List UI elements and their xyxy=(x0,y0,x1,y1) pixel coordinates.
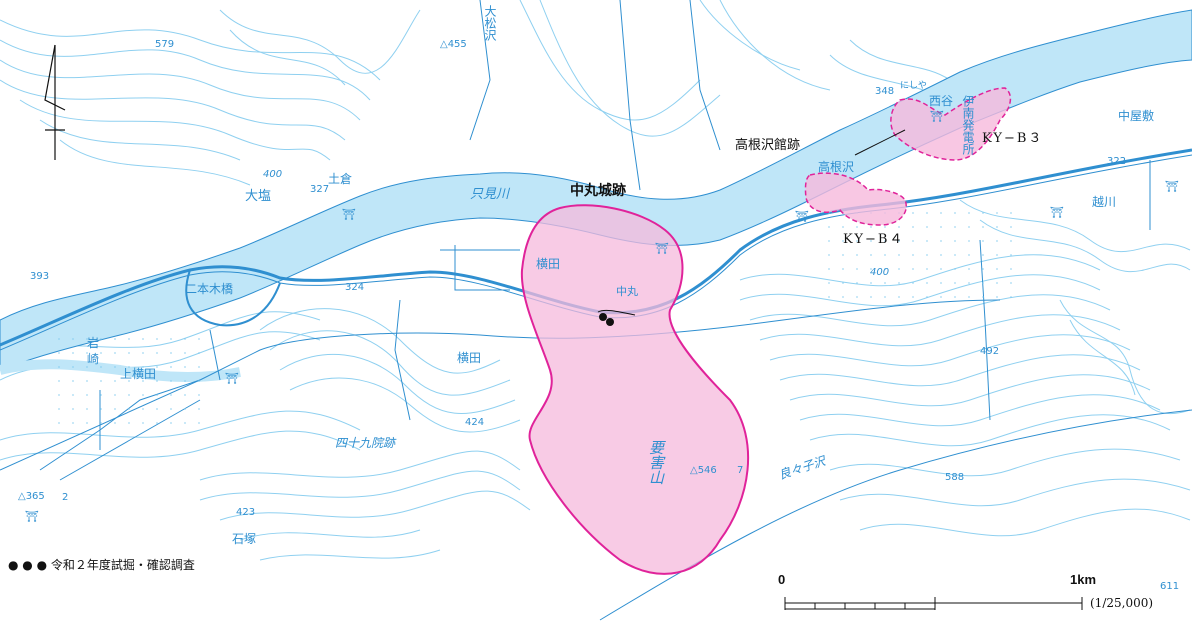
elevation-365: △365 xyxy=(18,491,45,502)
rail-loop xyxy=(185,269,281,327)
takanezawa-label: 高根沢 xyxy=(818,160,855,174)
iwasaki-label-b: 崎 xyxy=(87,352,100,366)
svg-text:⛩: ⛩ xyxy=(655,242,669,255)
contour-400-a: 400 xyxy=(263,169,283,180)
svg-text:⛩: ⛩ xyxy=(930,110,944,123)
scale-bar-graphic xyxy=(784,597,1083,610)
koshikawa-label: 越川 xyxy=(1092,195,1117,209)
ooshio-label: 大塩 xyxy=(245,189,272,204)
svg-text:⛩: ⛩ xyxy=(1050,206,1064,219)
elevation-393: 393 xyxy=(30,271,50,282)
iwasaki-label-a: 岩 xyxy=(87,336,100,350)
tadami-river xyxy=(0,9,1192,371)
elevation-546-suffix: 7 xyxy=(737,465,744,476)
tsuchikura-label: 土倉 xyxy=(328,172,353,186)
legend-dots: ● ● ● xyxy=(8,558,48,572)
nakamaru-label: 中丸 xyxy=(616,285,638,298)
main-site-label: 中丸城跡 xyxy=(570,183,626,199)
legend-text: 令和２年度試掘・確認調査 xyxy=(50,558,195,572)
trial-dig-markers xyxy=(597,309,636,326)
scale-ratio-label: (1/25,000) xyxy=(1090,596,1154,610)
elevation-324: 324 xyxy=(345,282,365,293)
elevation-327: 327 xyxy=(310,184,330,195)
elevation-423: 423 xyxy=(236,507,256,518)
yokota-south-label: 横田 xyxy=(457,351,482,365)
ina-plant-label: 伊南発電所 xyxy=(961,95,975,155)
elevation-588: 588 xyxy=(945,472,965,483)
north-arrow xyxy=(44,44,66,160)
nakamaru-site-area xyxy=(520,204,750,575)
elevation-365-suffix: 2 xyxy=(62,492,69,503)
svg-text:⛩: ⛩ xyxy=(25,510,39,523)
elevation-424: 424 xyxy=(465,417,485,428)
ooboshizawa-label: 大松沢 xyxy=(483,5,497,41)
sub-site-label: 高根沢館跡 xyxy=(735,138,801,153)
nishiya-label: 西谷 xyxy=(929,94,954,108)
contour-400-b: 400 xyxy=(870,267,890,278)
site-code-b3: KY−B３ xyxy=(982,131,1044,146)
tadami-river-label: 只見川 xyxy=(470,187,510,202)
kamiyokota-label: 上横田 xyxy=(120,367,157,381)
svg-text:⛩: ⛩ xyxy=(225,372,239,385)
svg-text:⛩: ⛩ xyxy=(1165,180,1179,193)
elevation-579: 579 xyxy=(155,39,175,50)
svg-text:⛩: ⛩ xyxy=(342,208,356,221)
site-code-b4: KY−B４ xyxy=(843,232,905,247)
scale-end-label: 1km xyxy=(1070,572,1097,587)
nakayashiki-label: 中屋敷 xyxy=(1118,109,1155,123)
elevation-348: 348 xyxy=(875,86,895,97)
scale-start-label: 0 xyxy=(778,572,786,587)
elevation-322: 322 xyxy=(1107,156,1127,167)
elevation-492: 492 xyxy=(980,346,1000,357)
yougaisan-label: 要害山 xyxy=(647,440,665,485)
elevation-546: △546 xyxy=(690,465,717,476)
ishizuka-label: 石塚 xyxy=(232,532,257,546)
legend: ● ● ● 令和２年度試掘・確認調査 xyxy=(8,559,195,571)
yokota-north-label: 横田 xyxy=(536,257,561,271)
nishiya-kana-label: にしや xyxy=(900,81,927,91)
ky-b4-area xyxy=(804,172,907,226)
shijuku-label: 四十九院跡 xyxy=(335,436,396,450)
elevation-611: 611 xyxy=(1160,581,1180,592)
elevation-455: △455 xyxy=(440,39,467,50)
svg-text:⛩: ⛩ xyxy=(795,210,809,223)
leader-line xyxy=(854,129,906,156)
nihongi-bridge-label: 二本木橋 xyxy=(185,282,234,296)
